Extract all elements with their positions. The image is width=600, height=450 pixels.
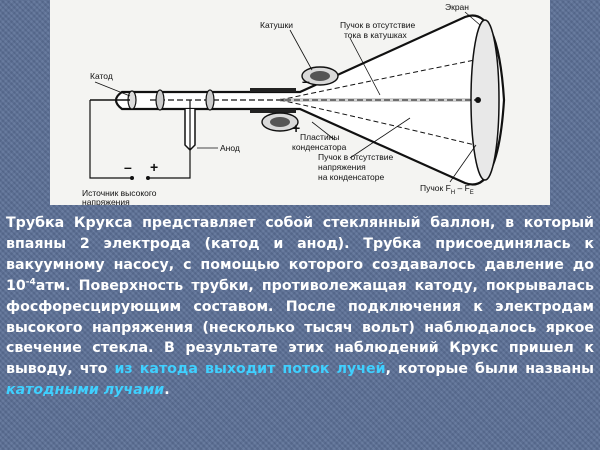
pointer-coils — [289, 29, 313, 71]
terminal-plus — [146, 176, 150, 180]
highlight-cathode-rays-flow: из катода выходит поток лучей — [114, 361, 386, 378]
label-source-1: Источник высокого — [82, 188, 157, 198]
label-plates-2: конденсатора — [292, 142, 347, 152]
pointer-screen — [464, 11, 481, 26]
condenser-plate-bottom — [250, 109, 296, 113]
highlight-cathode-rays: катодными лучами — [6, 382, 165, 399]
terminal-minus — [130, 176, 134, 180]
condenser-plate-top — [250, 88, 296, 92]
label-beam-force: Пучок FH – FE — [420, 183, 474, 196]
label-beam-no-voltage-2: напряжения — [318, 162, 366, 172]
label-plate-minus: – — [302, 73, 310, 89]
beam-deflected-down — [279, 99, 476, 146]
pointer-beam-voltage — [349, 117, 411, 159]
label-plates-1: Пластины — [300, 132, 340, 142]
label-anode: Анод — [220, 143, 240, 153]
circuit-wire-left — [89, 100, 132, 179]
crookes-tube-diagram: Экран Катушки Пучок в отсутствие тока в … — [50, 0, 550, 205]
label-plate-plus: + — [292, 120, 300, 136]
coil-bottom-core — [270, 117, 290, 127]
text-part-2: атм. Поверхность трубки, противолежащая … — [6, 277, 594, 378]
pointer-cathode — [94, 81, 131, 97]
text-part-4: . — [164, 382, 170, 399]
pointer-beam-force — [449, 144, 477, 183]
label-screen: Экран — [445, 2, 469, 12]
pointer-plates — [311, 121, 336, 141]
text-part-1: Трубка Крукса представляет собой стеклян… — [6, 215, 594, 294]
label-coils: Катушки — [260, 20, 293, 30]
label-plus: + — [150, 159, 158, 175]
label-cathode: Катод — [90, 71, 113, 81]
label-beam-no-current-1: Пучок в отсутствие — [340, 20, 416, 30]
label-beam-no-current-2: тока в катушках — [344, 30, 408, 40]
coil-top-core — [310, 71, 330, 81]
beam-deflected-up — [279, 59, 476, 101]
pointer-beam-current — [349, 37, 381, 96]
text-part-3: , которые были названы — [385, 361, 594, 378]
label-beam-no-voltage-1: Пучок в отсутствие — [318, 152, 394, 162]
anode-disk-1 — [155, 89, 165, 111]
label-source-2: напряжения — [82, 197, 130, 205]
anode-disk-2 — [205, 89, 215, 111]
circuit-wire-right — [148, 158, 191, 179]
screen — [470, 19, 500, 181]
label-beam-no-voltage-3: на конденсаторе — [318, 172, 384, 182]
pressure-exponent: -4 — [25, 276, 36, 287]
label-minus: – — [124, 159, 132, 175]
description-paragraph: Трубка Крукса представляет собой стеклян… — [6, 213, 594, 401]
diagram-svg: Экран Катушки Пучок в отсутствие тока в … — [82, 2, 506, 205]
